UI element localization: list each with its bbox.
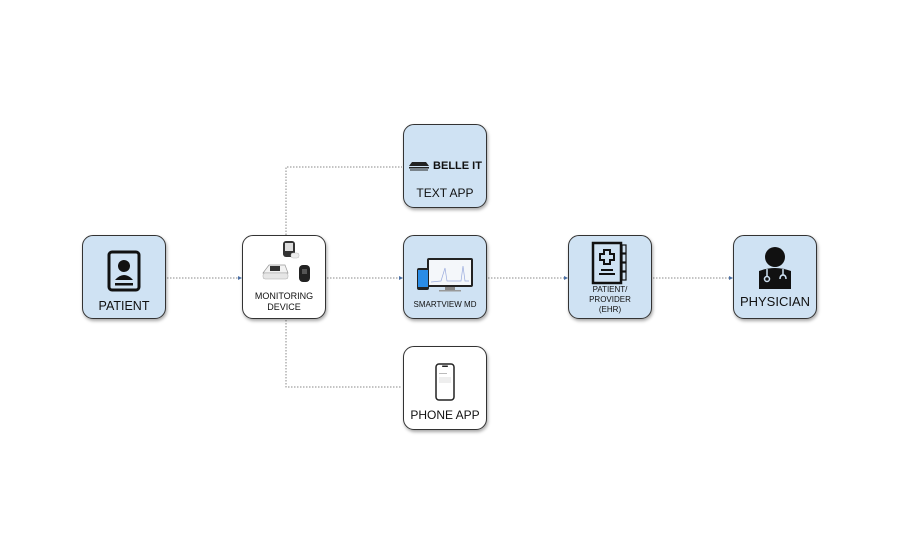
arrowhead — [238, 276, 242, 280]
node-label-line2: PROVIDER — [589, 295, 631, 304]
id-card-icon — [107, 250, 141, 292]
devices-icon — [262, 241, 310, 282]
node-patient[interactable]: PATIENT — [82, 235, 166, 319]
node-smartview-md[interactable]: SMARTVIEW MD — [403, 235, 487, 319]
node-label: PHYSICIAN — [739, 294, 811, 309]
smartphone-icon — [435, 363, 455, 401]
node-physician[interactable]: PHYSICIAN — [733, 235, 817, 319]
arrowhead — [399, 276, 403, 280]
belle-it-logo-icon — [409, 162, 430, 171]
node-label-line2: DEVICE — [267, 302, 301, 312]
node-text-app[interactable]: BELLE IT TEXT APP — [403, 124, 487, 208]
connector-monitoring-textapp — [285, 166, 402, 235]
node-monitoring-device[interactable]: MONITORING DEVICE — [242, 235, 326, 319]
logo-text: BELLE IT — [433, 160, 482, 172]
node-label-line1: MONITORING — [254, 291, 314, 301]
connector-monitoring-phoneapp — [285, 320, 402, 388]
node-label: PHONE APP — [410, 408, 480, 422]
doctor-icon — [759, 247, 791, 289]
arrowhead — [564, 276, 568, 280]
medical-record-icon — [591, 241, 627, 285]
arrowhead — [729, 276, 733, 280]
node-label: PATIENT — [98, 299, 150, 313]
node-label-line3: (EHR) — [598, 305, 622, 314]
belle-it-logo: BELLE IT — [408, 160, 482, 172]
node-label: TEXT APP — [416, 186, 474, 200]
node-ehr[interactable]: PATIENT/ PROVIDER (EHR) — [568, 235, 652, 319]
node-phone-app[interactable]: PHONE APP — [403, 346, 487, 430]
monitor-phone-icon — [417, 258, 473, 292]
node-label-line1: PATIENT/ — [592, 285, 628, 294]
node-label: SMARTVIEW MD — [413, 300, 477, 309]
